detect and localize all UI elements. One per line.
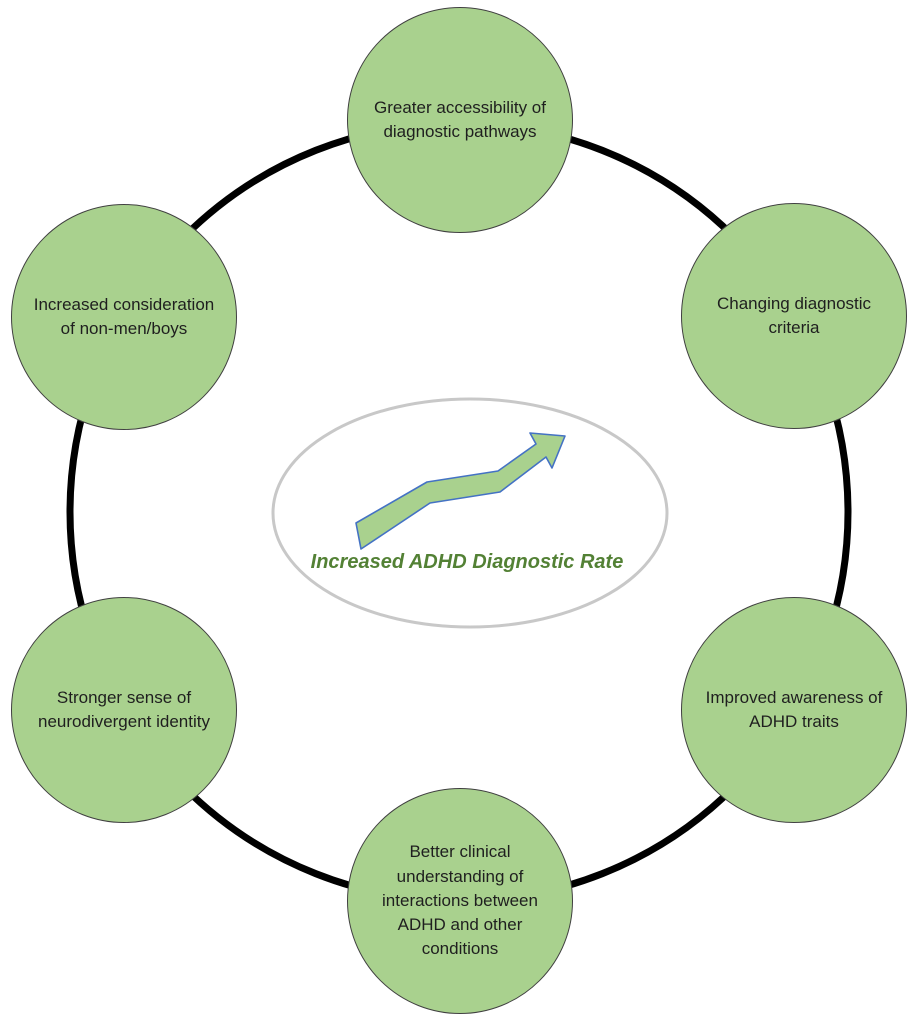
node-label: Stronger sense of neurodivergent identit… bbox=[37, 687, 210, 731]
node-label: Increased consideration of non-men/boys bbox=[33, 294, 215, 338]
node-consideration-non-men: Increased consideration of non-men/boys bbox=[11, 204, 237, 430]
node-label: Improved awareness of ADHD traits bbox=[705, 687, 883, 731]
node-greater-accessibility: Greater accessibility of diagnostic path… bbox=[347, 7, 573, 233]
node-label: Better clinical understanding of interac… bbox=[382, 842, 538, 959]
node-better-clinical-understanding: Better clinical understanding of interac… bbox=[347, 788, 573, 1014]
node-label: Greater accessibility of diagnostic path… bbox=[374, 97, 546, 141]
node-neurodivergent-identity: Stronger sense of neurodivergent identit… bbox=[11, 597, 237, 823]
center-caption: Increased ADHD Diagnostic Rate bbox=[310, 551, 624, 573]
upward-trend-arrow-icon bbox=[355, 432, 566, 550]
center-ellipse bbox=[271, 397, 669, 629]
node-changing-criteria: Changing diagnostic criteria bbox=[681, 203, 907, 429]
node-label: Changing diagnostic criteria bbox=[716, 293, 872, 337]
node-improved-awareness: Improved awareness of ADHD traits bbox=[681, 597, 907, 823]
